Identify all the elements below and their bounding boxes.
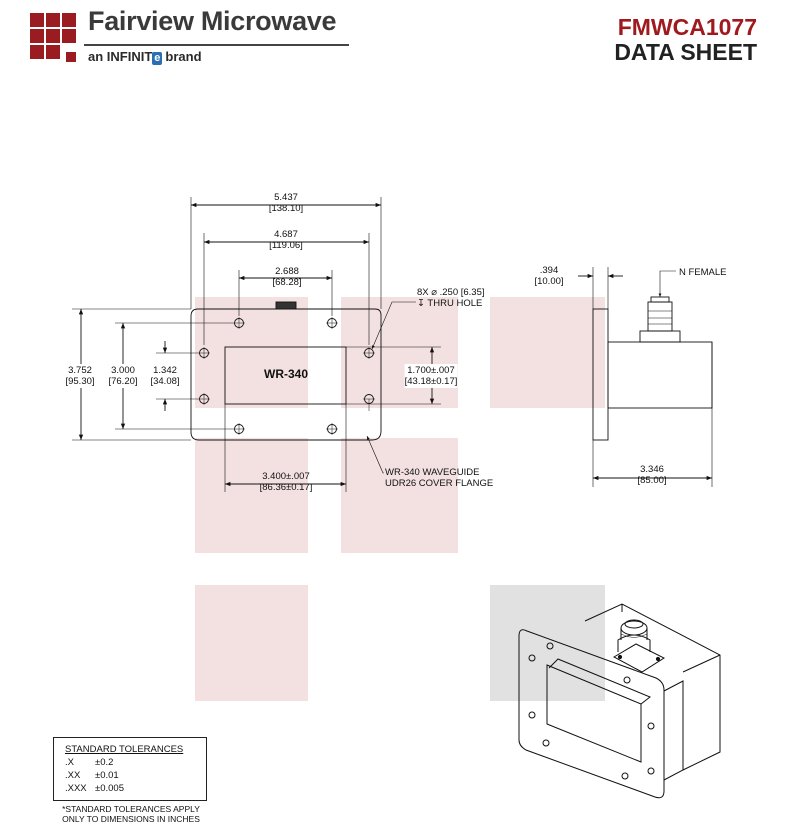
dim-overall-width: 5.437[138.10]	[268, 192, 304, 214]
side-flange	[592, 308, 609, 441]
flange-nub	[275, 301, 297, 310]
watermark-block	[195, 585, 308, 701]
flange-outline	[190, 308, 382, 441]
dim-aperture-height: 1.700±.007[43.18±0.17]	[404, 364, 458, 388]
watermark-block	[195, 438, 308, 553]
sheet-title: DATA SHEET	[614, 39, 757, 65]
dim-hole-span-outer: 4.687[119.06]	[269, 229, 303, 251]
watermark-block	[195, 297, 308, 408]
side-connector-base	[639, 330, 681, 343]
side-connector	[647, 301, 673, 332]
iso-view	[518, 603, 721, 799]
waveguide-label: WR-340	[264, 367, 309, 381]
brand-sub-square-icon	[66, 52, 76, 62]
connector-callout: N FEMALE	[679, 267, 727, 278]
infinite-e-icon: e	[152, 52, 163, 65]
watermark-block	[490, 297, 605, 408]
tolerance-row: .XXX±0.005	[65, 783, 124, 794]
brand-name: Fairview Microwave	[88, 6, 337, 36]
part-number: FMWCA1077	[617, 14, 757, 40]
dim-hole-span-inner: 1.342[34.08]	[150, 364, 180, 388]
dim-hole-span-top: 2.688[68.28]	[272, 266, 302, 288]
watermark-block	[341, 297, 458, 408]
tolerances-title: STANDARD TOLERANCES	[65, 744, 184, 755]
dim-aperture-width: 3.400±.007[86.36±0.17]	[259, 471, 313, 493]
tolerance-row: .XX±0.01	[65, 770, 119, 781]
dim-hole-span-vertical: 3.000[76.20]	[108, 364, 138, 388]
dim-body-length: 3.346[85.00]	[637, 464, 667, 486]
tolerances-box: STANDARD TOLERANCES .X±0.2 .XX±0.01 .XXX…	[53, 737, 207, 801]
waveguide-aperture	[224, 346, 347, 405]
side-body	[607, 341, 713, 409]
tolerance-row: .X±0.2	[65, 757, 114, 768]
dim-overall-height: 3.752[95.30]	[65, 364, 95, 388]
hole-callout: 8X ⌀ .250 [6.35]↧ THRU HOLE	[417, 287, 485, 309]
brand-rule	[84, 44, 349, 46]
brand-sub-pre: an INFINIT	[88, 49, 153, 64]
dim-flange-thickness: .394[10.00]	[534, 265, 564, 287]
fairview-logo-icon	[30, 13, 76, 59]
brand-sub-post: brand	[165, 49, 202, 64]
watermark-block	[341, 438, 458, 553]
